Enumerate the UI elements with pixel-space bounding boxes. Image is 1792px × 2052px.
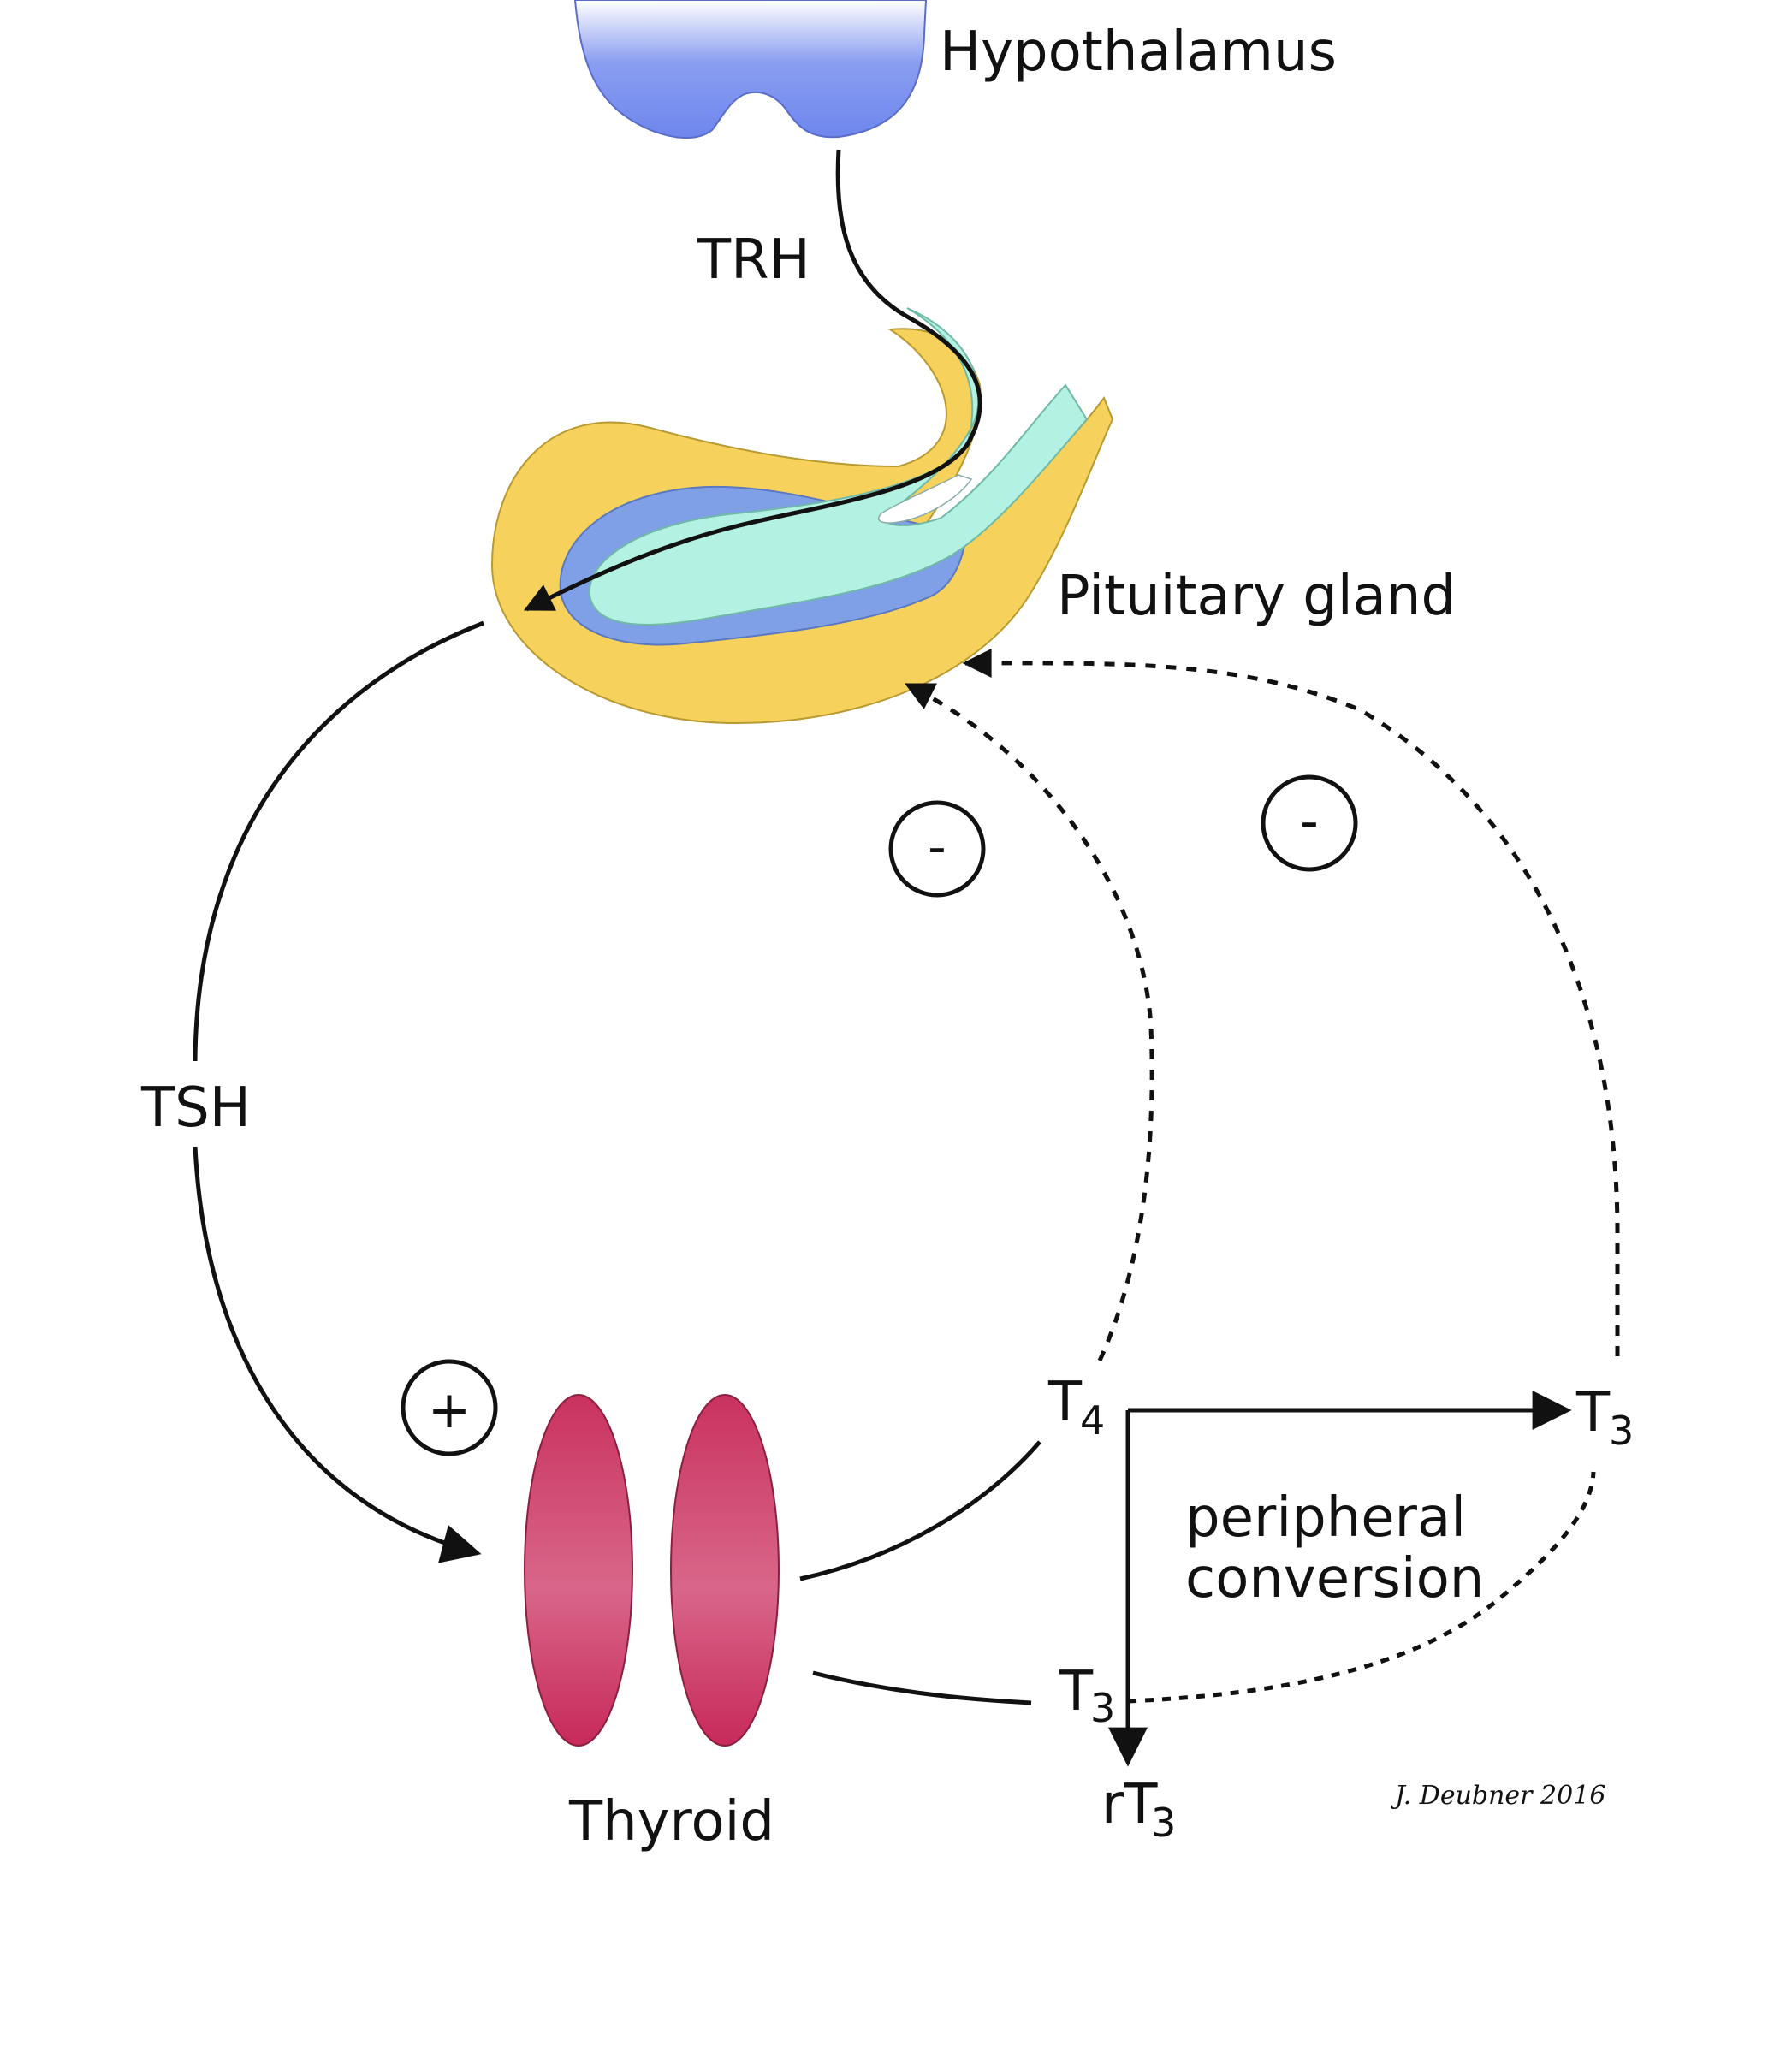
- tsh-arrow-lower: [193, 1146, 482, 1563]
- hypothalamus-label: Hypothalamus: [940, 21, 1337, 84]
- rt3-label: rT 3: [1101, 1773, 1176, 1846]
- inhibition-sign-t3: -: [1261, 774, 1358, 872]
- t4-feedback-arrow: [904, 682, 1154, 1362]
- t4-output-line: [799, 1440, 1041, 1581]
- t3-bottom-base: T: [1059, 1660, 1094, 1723]
- thyroid-right-lobe: [670, 1394, 780, 1747]
- peripheral-conversion-line2: conversion: [1185, 1547, 1484, 1610]
- pituitary-label: Pituitary gland: [1057, 565, 1456, 628]
- rt3-subscript: 3: [1151, 1800, 1176, 1846]
- stimulation-sign: +: [401, 1359, 498, 1456]
- t3-bottom-subscript: 3: [1090, 1685, 1115, 1731]
- inhibition-sign-t4: -: [888, 800, 986, 898]
- hypothalamus-shape: [573, 0, 928, 139]
- t4-base: T: [1047, 1371, 1083, 1434]
- t3-thyroid-label: T 3: [1059, 1660, 1115, 1731]
- author-credit: J. Deubner 2016: [1390, 1781, 1605, 1811]
- thyroid-left-lobe: [524, 1394, 633, 1747]
- tsh-arrow-upper: [193, 620, 484, 1062]
- trh-label: TRH: [697, 228, 810, 292]
- thyroid-label: Thyroid: [568, 1790, 774, 1853]
- peripheral-conversion-line1: peripheral: [1185, 1486, 1466, 1550]
- t4-subscript: 4: [1080, 1397, 1105, 1444]
- pituitary-gland: [490, 307, 1114, 725]
- trh-arrow: [523, 149, 982, 612]
- t3-direct-dotted-line: [1127, 1471, 1596, 1704]
- rt3-base: rT: [1101, 1773, 1158, 1836]
- t3-right-base: T: [1575, 1381, 1611, 1444]
- t4-label: T 4: [1047, 1371, 1105, 1444]
- minus-symbol-right: -: [1300, 792, 1319, 851]
- t3-feedback-arrow: [962, 648, 1620, 1356]
- minus-symbol-left: -: [928, 817, 946, 877]
- tsh-label: TSH: [140, 1076, 251, 1140]
- thyroid-gland: [524, 1394, 780, 1747]
- t3-peripheral-label: T 3: [1575, 1381, 1634, 1454]
- t3-right-subscript: 3: [1609, 1408, 1634, 1454]
- plus-symbol: +: [428, 1380, 471, 1440]
- t3-output-line: [812, 1670, 1032, 1705]
- pituitary-gap: [878, 474, 973, 524]
